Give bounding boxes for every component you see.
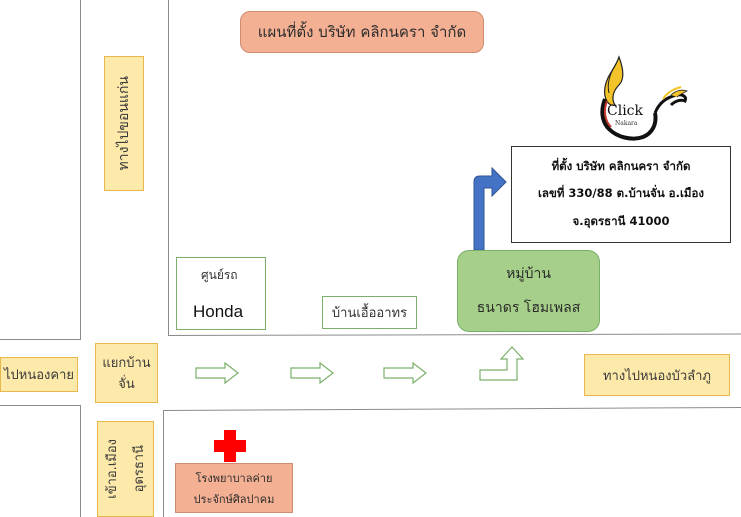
- logo-text: Click: [607, 103, 643, 119]
- to-city-line2: อุดรธานี: [131, 445, 147, 493]
- arrow-right-icon: [195, 361, 239, 385]
- road-horizontal-top-edge: [0, 339, 81, 340]
- road-vertical-right-edge: [168, 0, 169, 336]
- map-title: แผนที่ตั้ง บริษัท คลิกนครา จำกัด: [240, 11, 484, 53]
- junction-line2: จั่น: [118, 377, 135, 392]
- hospital-cross-icon: [214, 430, 246, 462]
- label-to-nong-bua-lamphu-text: ทางไปหนองบัวลำภู: [602, 368, 711, 384]
- logo-subtext: Nakara: [615, 120, 638, 127]
- arrow-right-icon: [383, 361, 427, 385]
- road-horizontal-bottom-edge-right: [162, 406, 741, 411]
- company-logo: Click Nakara: [585, 55, 690, 150]
- label-to-city: เข้าอ.เมือง อุดรธานี: [97, 421, 154, 517]
- label-to-nong-khai: ไปหนองคาย: [0, 357, 78, 392]
- company-info-line2: เลขที่ 330/88 ต.บ้านจั่น อ.เมือง: [537, 186, 704, 201]
- road-horizontal-top-edge-right: [167, 333, 741, 336]
- arrow-turn-up-icon: [479, 346, 525, 381]
- honda-line2: Honda: [193, 302, 244, 321]
- hospital-box: โรงพยาบาลค่าย ประจักษ์ศิลปาคม: [175, 463, 293, 513]
- road-vertical-left-edge: [80, 0, 81, 340]
- village-line2: ธนาดร โฮมเพลส: [476, 300, 581, 316]
- junction-line1: แยกบ้าน: [102, 356, 151, 371]
- honda-center-box: ศูนย์รถ Honda: [176, 257, 266, 330]
- village-box: หมู่บ้าน ธนาดร โฮมเพลส: [457, 250, 600, 332]
- company-info-line3: จ.อุดรธานี 41000: [572, 214, 670, 229]
- village-line1: หมู่บ้าน: [506, 266, 551, 282]
- label-baan-jan-junction: แยกบ้าน จั่น: [95, 343, 158, 403]
- to-city-line1: เข้าอ.เมือง: [104, 439, 120, 499]
- honda-line1: ศูนย์รถ: [201, 268, 238, 282]
- label-to-nong-khai-text: ไปหนองคาย: [3, 368, 74, 383]
- road-vertical-right-lower: [163, 410, 164, 517]
- label-to-khon-kaen-text: ทางไปขอนแก่น: [116, 76, 132, 171]
- label-to-khon-kaen: ทางไปขอนแก่น: [104, 56, 144, 191]
- hospital-line2: ประจักษ์ศิลปาคม: [193, 492, 275, 506]
- company-info-box: ที่ตั้ง บริษัท คลิกนครา จำกัด เลขที่ 330…: [511, 146, 731, 243]
- road-vertical-left-lower: [80, 405, 81, 517]
- arrow-right-icon: [290, 361, 334, 385]
- label-to-nong-bua-lamphu: ทางไปหนองบัวลำภู: [584, 354, 730, 396]
- company-info-line1: ที่ตั้ง บริษัท คลิกนครา จำกัด: [551, 158, 691, 173]
- hospital-line1: โรงพยาบาลค่าย: [195, 471, 273, 485]
- blue-turn-arrow-icon: [473, 166, 507, 251]
- naga-logo-icon: [600, 55, 689, 141]
- baan-ua-arthorn-label: บ้านเอื้ออาทร: [331, 306, 408, 321]
- baan-ua-arthorn-box: บ้านเอื้ออาทร: [322, 296, 417, 329]
- road-horizontal-bottom-edge: [0, 405, 81, 406]
